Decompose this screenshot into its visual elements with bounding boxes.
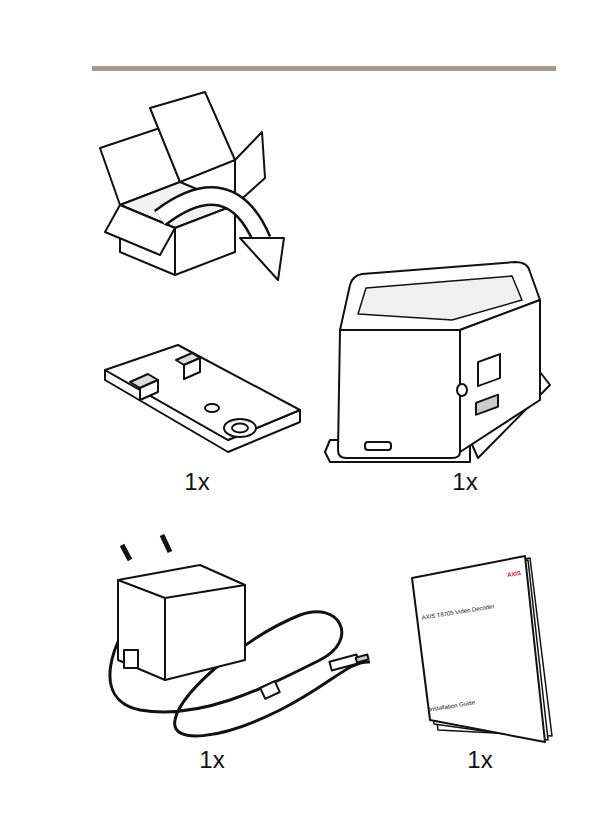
open-box <box>100 92 265 275</box>
quantity-label: 1x <box>199 748 224 772</box>
quantity-label: 1x <box>452 470 477 494</box>
unpack-arrow <box>160 196 284 280</box>
header-bar <box>92 66 556 71</box>
quantity-label: 1x <box>467 748 492 772</box>
video-decoder-unit <box>325 262 550 462</box>
mounting-bracket <box>105 345 300 452</box>
installation-guide-booklet <box>412 556 552 742</box>
power-adapter <box>110 535 370 736</box>
quantity-label: 1x <box>184 470 209 494</box>
